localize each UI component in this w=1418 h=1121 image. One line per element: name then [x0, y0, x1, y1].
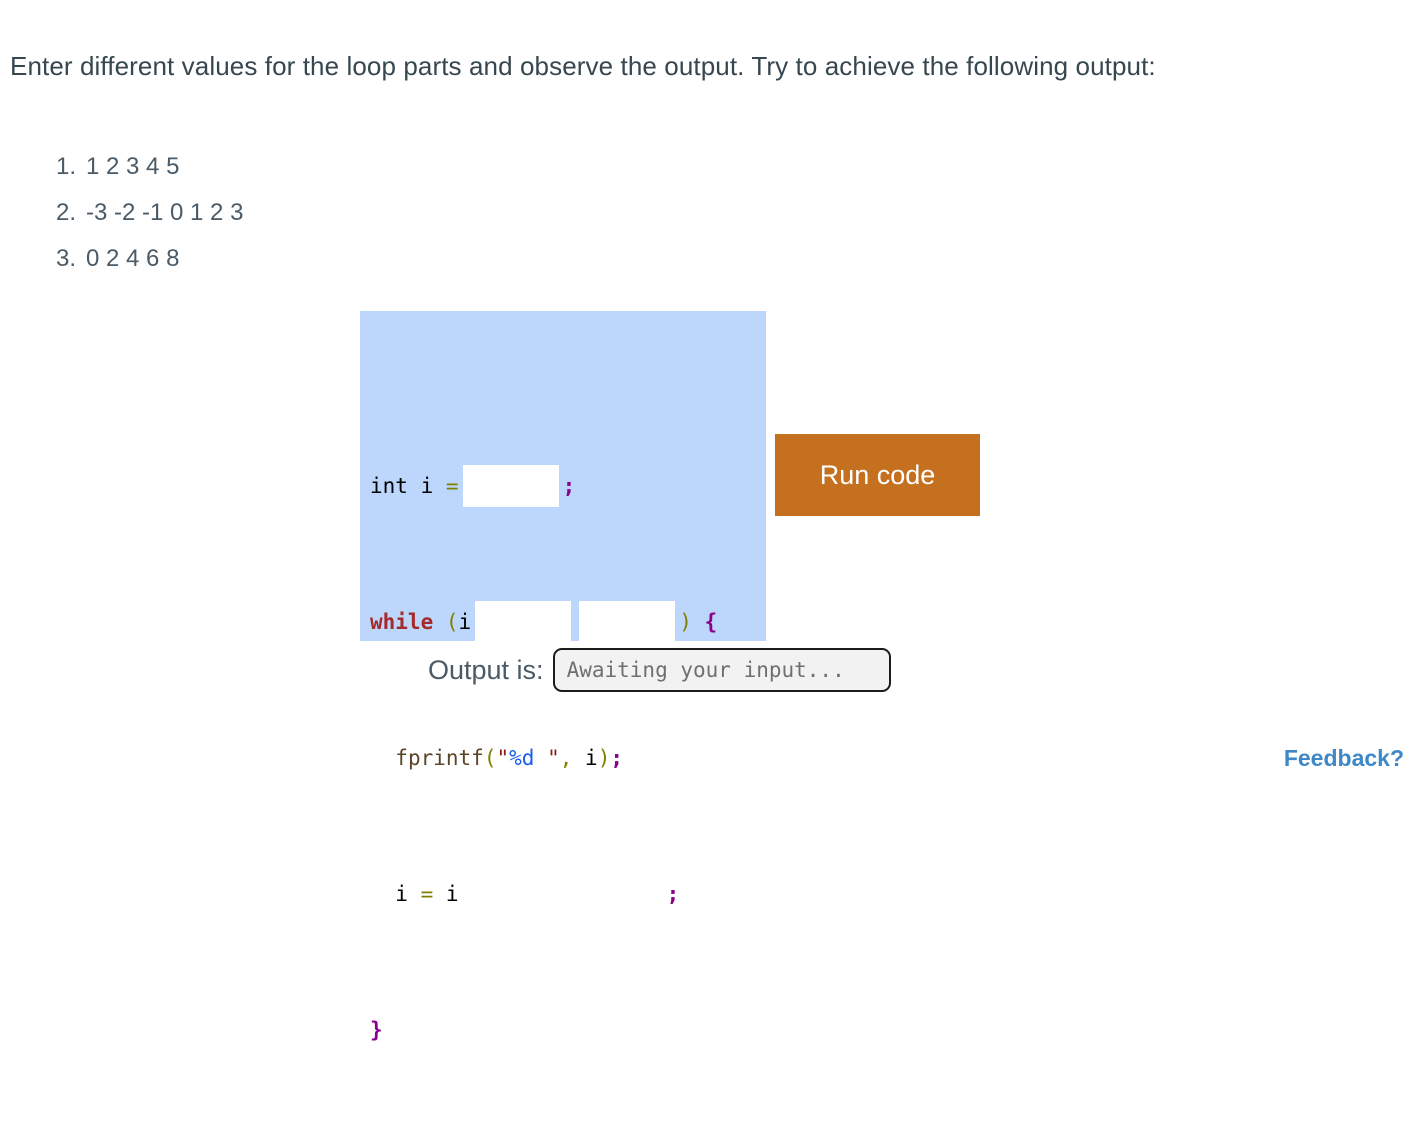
update-operator-input[interactable] — [462, 873, 559, 915]
list-item: 3. 0 2 4 6 8 — [56, 236, 243, 282]
list-item-number: 3. — [56, 245, 77, 272]
code-line-declaration: int i = ; — [370, 462, 717, 510]
code-token-variable-i: i — [395, 882, 408, 906]
code-token-space — [408, 883, 421, 905]
code-token-semicolon: ; — [610, 746, 623, 770]
feedback-link[interactable]: Feedback? — [1283, 745, 1404, 771]
code-token-space — [433, 883, 446, 905]
code-block: int i = ; while ( i ) { fprintf ( " — [370, 374, 717, 1120]
code-token-assign: = — [420, 882, 434, 906]
code-token-variable-i: i — [445, 882, 459, 906]
instructions-paragraph: Enter different values for the loop part… — [10, 51, 1156, 81]
code-token-indent — [370, 747, 395, 769]
output-row: Output is: — [428, 648, 891, 692]
list-item-label: -3 -2 -1 0 1 2 3 — [86, 199, 244, 226]
condition-operator-input[interactable] — [475, 601, 572, 643]
code-token-open-paren: ( — [483, 746, 497, 770]
run-code-button[interactable]: Run code — [775, 434, 980, 516]
output-field — [552, 648, 891, 692]
list-item: 2. -3 -2 -1 0 1 2 3 — [56, 190, 243, 236]
code-token-quote-close: " — [547, 746, 560, 770]
code-token-semicolon: ; — [562, 474, 576, 498]
code-token-variable-i: i — [420, 474, 434, 498]
code-token-space — [433, 611, 446, 633]
code-token-space — [572, 747, 585, 769]
code-token-comma: , — [559, 746, 573, 770]
update-value-input[interactable] — [566, 873, 663, 915]
code-line-update: i = i ; — [370, 870, 717, 918]
code-token-quote-open: " — [496, 746, 510, 770]
code-token-indent — [370, 883, 395, 905]
code-token-space — [692, 611, 705, 633]
condition-value-input[interactable] — [579, 601, 676, 643]
code-token-close-paren: ) — [679, 610, 692, 634]
code-token-int: int — [370, 474, 408, 498]
code-token-argument-i: i — [585, 746, 598, 770]
code-token-assign: = — [445, 474, 459, 498]
code-token-close-brace: } — [370, 1018, 383, 1042]
output-label: Output is: — [428, 654, 544, 685]
code-token-close-paren: ) — [597, 746, 611, 770]
code-editor-panel: int i = ; while ( i ) { fprintf ( " — [360, 311, 766, 1041]
code-token-space — [433, 475, 446, 497]
list-item-label: 0 2 4 6 8 — [86, 245, 180, 272]
target-output-list: 1. 1 2 3 4 5 2. -3 -2 -1 0 1 2 3 3. 0 2 4 6… — [56, 144, 243, 282]
list-item-number: 1. — [56, 153, 77, 180]
list-item: 1. 1 2 3 4 5 — [56, 144, 243, 190]
list-item-number: 2. — [56, 199, 77, 226]
init-value-input[interactable] — [462, 465, 559, 507]
code-line-fprintf: fprintf ( " %d " , i ) ; — [370, 734, 717, 782]
code-token-space — [408, 475, 421, 497]
code-token-while: while — [370, 610, 434, 634]
code-token-format-specifier: %d — [509, 746, 548, 770]
code-token-semicolon: ; — [666, 882, 680, 906]
code-token-fprintf: fprintf — [395, 746, 484, 770]
code-token-variable-i: i — [458, 610, 472, 634]
code-line-close-brace: } — [370, 1006, 717, 1054]
code-token-open-brace: { — [704, 610, 718, 634]
list-item-label: 1 2 3 4 5 — [86, 153, 180, 180]
code-line-while: while ( i ) { — [370, 598, 717, 646]
code-token-open-paren: ( — [445, 610, 459, 634]
